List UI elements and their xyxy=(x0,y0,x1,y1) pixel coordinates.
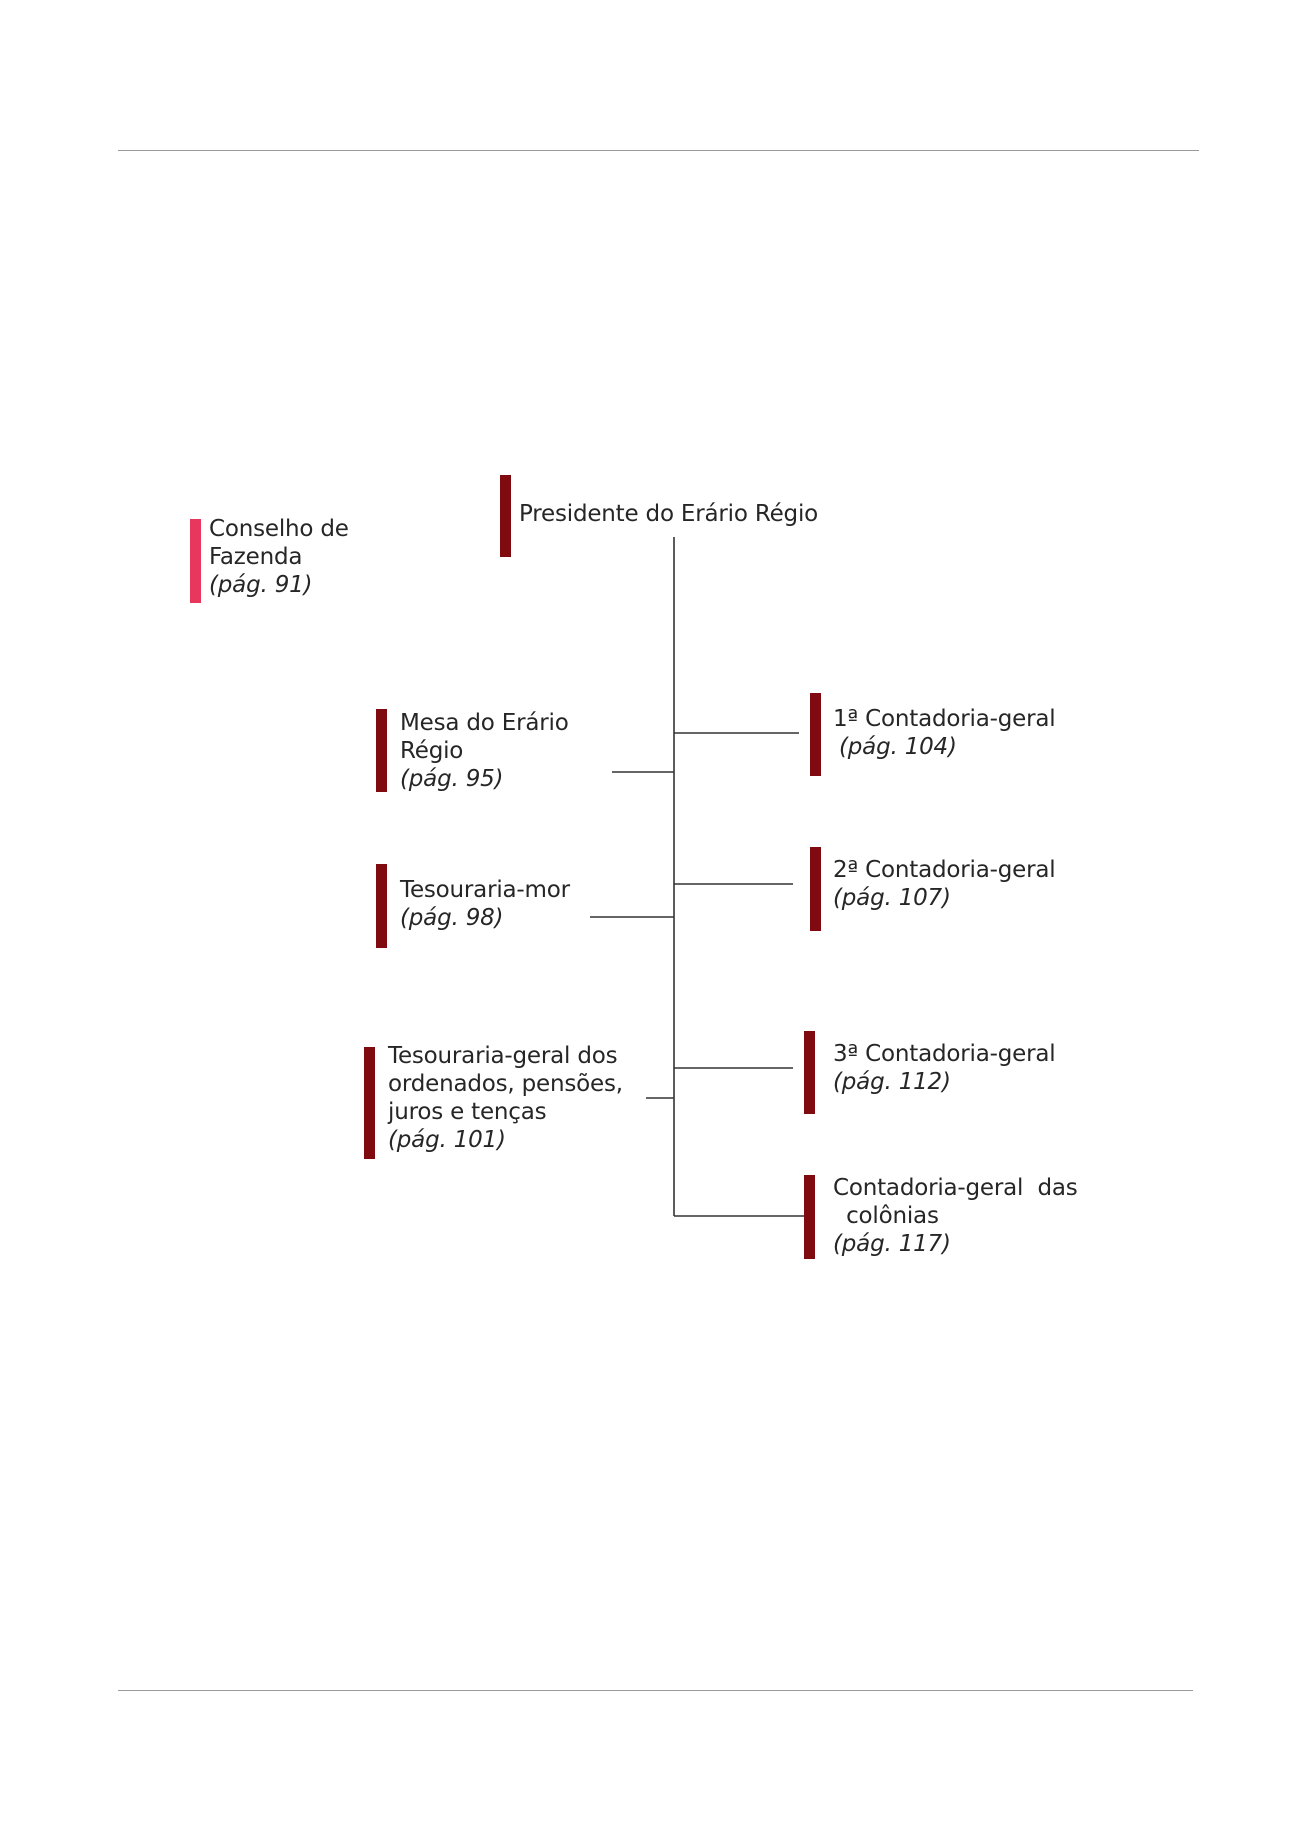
node-title-line: Contadoria-geral das xyxy=(833,1175,1078,1201)
node-title-line: Tesouraria-mor xyxy=(400,877,570,903)
node-marker xyxy=(810,847,821,931)
node-title-line: ordenados, pensões, xyxy=(388,1071,623,1097)
page-reference: (pág. 98) xyxy=(400,905,504,931)
node-title-line: juros e tenças xyxy=(388,1099,547,1125)
page-reference: (pág. 107) xyxy=(833,885,951,911)
page-reference: (pág. 117) xyxy=(833,1231,951,1257)
page-reference: (pág. 112) xyxy=(833,1069,951,1095)
node-marker xyxy=(376,864,387,948)
page-reference: (pág. 101) xyxy=(388,1127,506,1153)
page-reference: (pág. 104) xyxy=(839,734,957,760)
node-title-line: colônias xyxy=(839,1203,939,1229)
node-title: Presidente do Erário Régio xyxy=(519,501,818,527)
node-title-line: 3ª Contadoria-geral xyxy=(833,1041,1056,1067)
node-marker xyxy=(804,1031,815,1114)
node-title-line: Tesouraria-geral dos xyxy=(388,1043,618,1069)
node-marker xyxy=(500,475,511,557)
node-title-line: Conselho de xyxy=(209,516,349,542)
top-rule xyxy=(118,150,1199,151)
node-title-line: Fazenda xyxy=(209,544,303,570)
page-reference: (pág. 91) xyxy=(209,572,313,598)
node-title-line: Mesa do Erário xyxy=(400,710,569,736)
node-title-line: 2ª Contadoria-geral xyxy=(833,857,1056,883)
node-marker xyxy=(190,519,201,603)
node-title-line: 1ª Contadoria-geral xyxy=(833,706,1056,732)
node-marker xyxy=(804,1175,815,1259)
page-reference: (pág. 95) xyxy=(400,766,504,792)
node-marker xyxy=(376,709,387,792)
node-marker xyxy=(810,693,821,776)
node-title-line: Régio xyxy=(400,738,464,764)
bottom-rule xyxy=(118,1690,1193,1691)
node-marker xyxy=(364,1047,375,1159)
